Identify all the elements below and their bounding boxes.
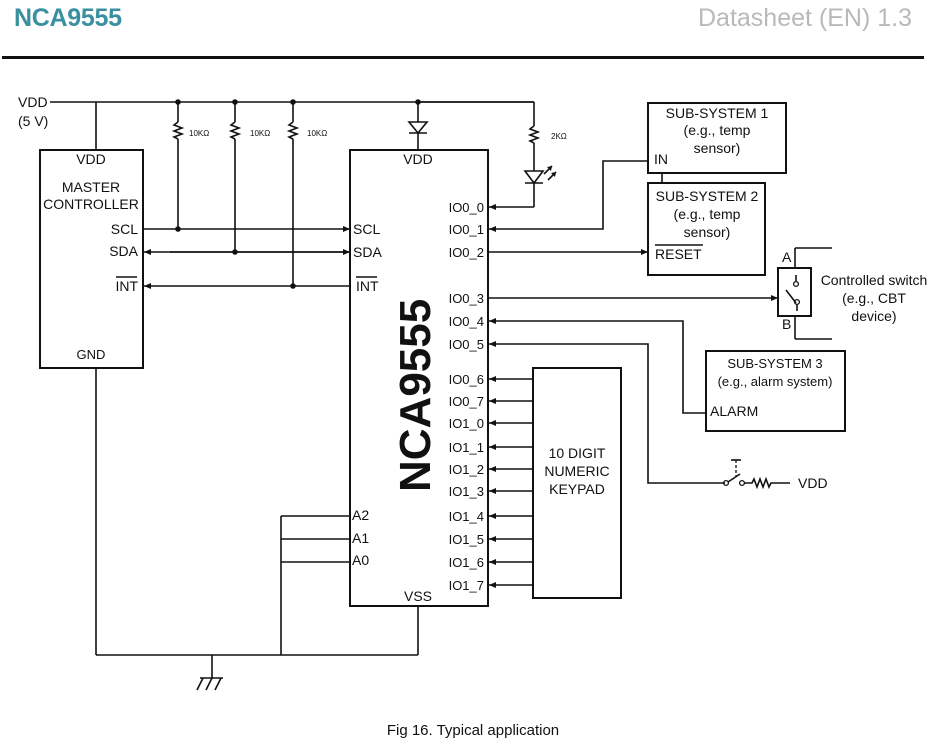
numeric-keypad: 10 DIGIT NUMERIC KEYPAD xyxy=(489,367,622,599)
vdd-supply-label: VDD xyxy=(18,94,48,110)
chip-pin-io1-0: IO1_0 xyxy=(449,416,484,431)
svg-text:A: A xyxy=(782,249,792,265)
chip-pin-io1-2: IO1_2 xyxy=(449,462,484,477)
svg-text:(e.g., temp: (e.g., temp xyxy=(684,122,751,138)
svg-text:10KΩ: 10KΩ xyxy=(250,129,270,138)
svg-text:KEYPAD: KEYPAD xyxy=(549,481,605,497)
svg-text:(e.g., CBT: (e.g., CBT xyxy=(842,290,906,306)
svg-text:(e.g., alarm system): (e.g., alarm system) xyxy=(718,374,833,389)
chip-pin-int: INT xyxy=(356,278,379,294)
chip-pin-io0-0: IO0_0 xyxy=(449,200,484,215)
chip-pin-io1-1: IO1_1 xyxy=(449,440,484,455)
led-branch: 2KΩ xyxy=(418,101,567,210)
pullup-resistor-int: 10KΩ xyxy=(286,99,327,289)
svg-text:10KΩ: 10KΩ xyxy=(189,129,209,138)
master-vdd-pin: VDD xyxy=(76,151,106,167)
pushbutton-switch: VDD xyxy=(489,341,828,491)
subsystem-2-reset-pin: RESET xyxy=(655,246,702,262)
chip-vss-pin: VSS xyxy=(404,588,432,604)
svg-text:Controlled switch: Controlled switch xyxy=(821,272,928,288)
master-scl-pin: SCL xyxy=(111,221,138,237)
chip-pin-a2: A2 xyxy=(352,507,369,523)
svg-text:sensor): sensor) xyxy=(694,140,741,156)
subsystem-3: SUB-SYSTEM 3 (e.g., alarm system) ALARM xyxy=(705,350,846,432)
svg-text:NUMERIC: NUMERIC xyxy=(544,463,609,479)
chip-pin-io0-7: IO0_7 xyxy=(449,394,484,409)
chip-pin-io1-4: IO1_4 xyxy=(449,509,484,524)
subsystem-1-in-pin: IN xyxy=(654,151,668,167)
subsystem-2: SUB-SYSTEM 2 (e.g., temp sensor) RESET xyxy=(647,182,766,276)
master-title-2: CONTROLLER xyxy=(43,196,139,212)
chip-name: NCA9555 xyxy=(391,299,440,492)
controlled-switch: A B Controlled switch (e.g., CBT device) xyxy=(777,247,928,340)
chip-pin-io0-4: IO0_4 xyxy=(449,314,484,329)
chip-pin-io1-7: IO1_7 xyxy=(449,578,484,593)
svg-text:10 DIGIT: 10 DIGIT xyxy=(549,445,606,461)
nca9555-chip: VDD VSS NCA9555 SCL SDA INT A2 A1 A0 IO0… xyxy=(349,149,489,607)
address-ground-wiring xyxy=(95,368,419,678)
chip-pin-io0-3: IO0_3 xyxy=(449,291,484,306)
chip-pin-io0-1: IO0_1 xyxy=(449,222,484,237)
chip-pin-sda: SDA xyxy=(353,244,382,260)
chip-pin-io1-6: IO1_6 xyxy=(449,555,484,570)
chip-pin-io0-2: IO0_2 xyxy=(449,245,484,260)
pullup-resistor-scl: 10KΩ xyxy=(171,99,209,232)
chip-vdd-diode xyxy=(407,99,429,150)
svg-text:SUB-SYSTEM 3: SUB-SYSTEM 3 xyxy=(727,356,822,371)
vdd-voltage-label: (5 V) xyxy=(18,113,48,129)
led-icon xyxy=(523,170,545,185)
io0-4-wire xyxy=(489,318,706,414)
master-gnd-pin: GND xyxy=(77,347,106,362)
svg-text:SUB-SYSTEM 2: SUB-SYSTEM 2 xyxy=(656,188,759,204)
chip-pin-scl: SCL xyxy=(353,221,380,237)
master-int-pin: INT xyxy=(115,278,138,294)
figure-caption: Fig 16. Typical application xyxy=(386,722,560,739)
datasheet-version: Datasheet (EN) 1.3 xyxy=(698,4,912,32)
header-divider xyxy=(2,56,924,59)
master-title-1: MASTER xyxy=(62,179,120,195)
svg-text:device): device) xyxy=(851,308,896,324)
svg-text:(e.g., temp: (e.g., temp xyxy=(674,206,741,222)
ground-icon xyxy=(196,677,223,691)
pushbutton-vdd-label: VDD xyxy=(798,475,828,491)
chip-pin-a0: A0 xyxy=(352,552,369,568)
master-sda-pin: SDA xyxy=(109,243,138,259)
chip-pin-io1-5: IO1_5 xyxy=(449,532,484,547)
pullup-resistor-sda: 10KΩ xyxy=(228,99,270,255)
svg-text:sensor): sensor) xyxy=(684,224,731,240)
chip-pin-io0-6: IO0_6 xyxy=(449,372,484,387)
subsystem-3-alarm-pin: ALARM xyxy=(710,403,758,419)
chip-pin-io1-3: IO1_3 xyxy=(449,484,484,499)
svg-text:10KΩ: 10KΩ xyxy=(307,129,327,138)
chip-pin-a1: A1 xyxy=(352,530,369,546)
product-name: NCA9555 xyxy=(14,4,122,32)
subsystem-1: SUB-SYSTEM 1 (e.g., temp sensor) IN xyxy=(647,102,787,183)
led-resistor-label: 2KΩ xyxy=(551,132,567,141)
chip-vdd-pin: VDD xyxy=(403,151,433,167)
chip-pin-io0-5: IO0_5 xyxy=(449,337,484,352)
master-controller: VDD MASTER CONTROLLER SCL SDA INT GND xyxy=(39,149,144,369)
io0-1-wire xyxy=(489,160,648,232)
svg-text:SUB-SYSTEM 1: SUB-SYSTEM 1 xyxy=(666,105,769,121)
svg-text:B: B xyxy=(782,316,791,332)
